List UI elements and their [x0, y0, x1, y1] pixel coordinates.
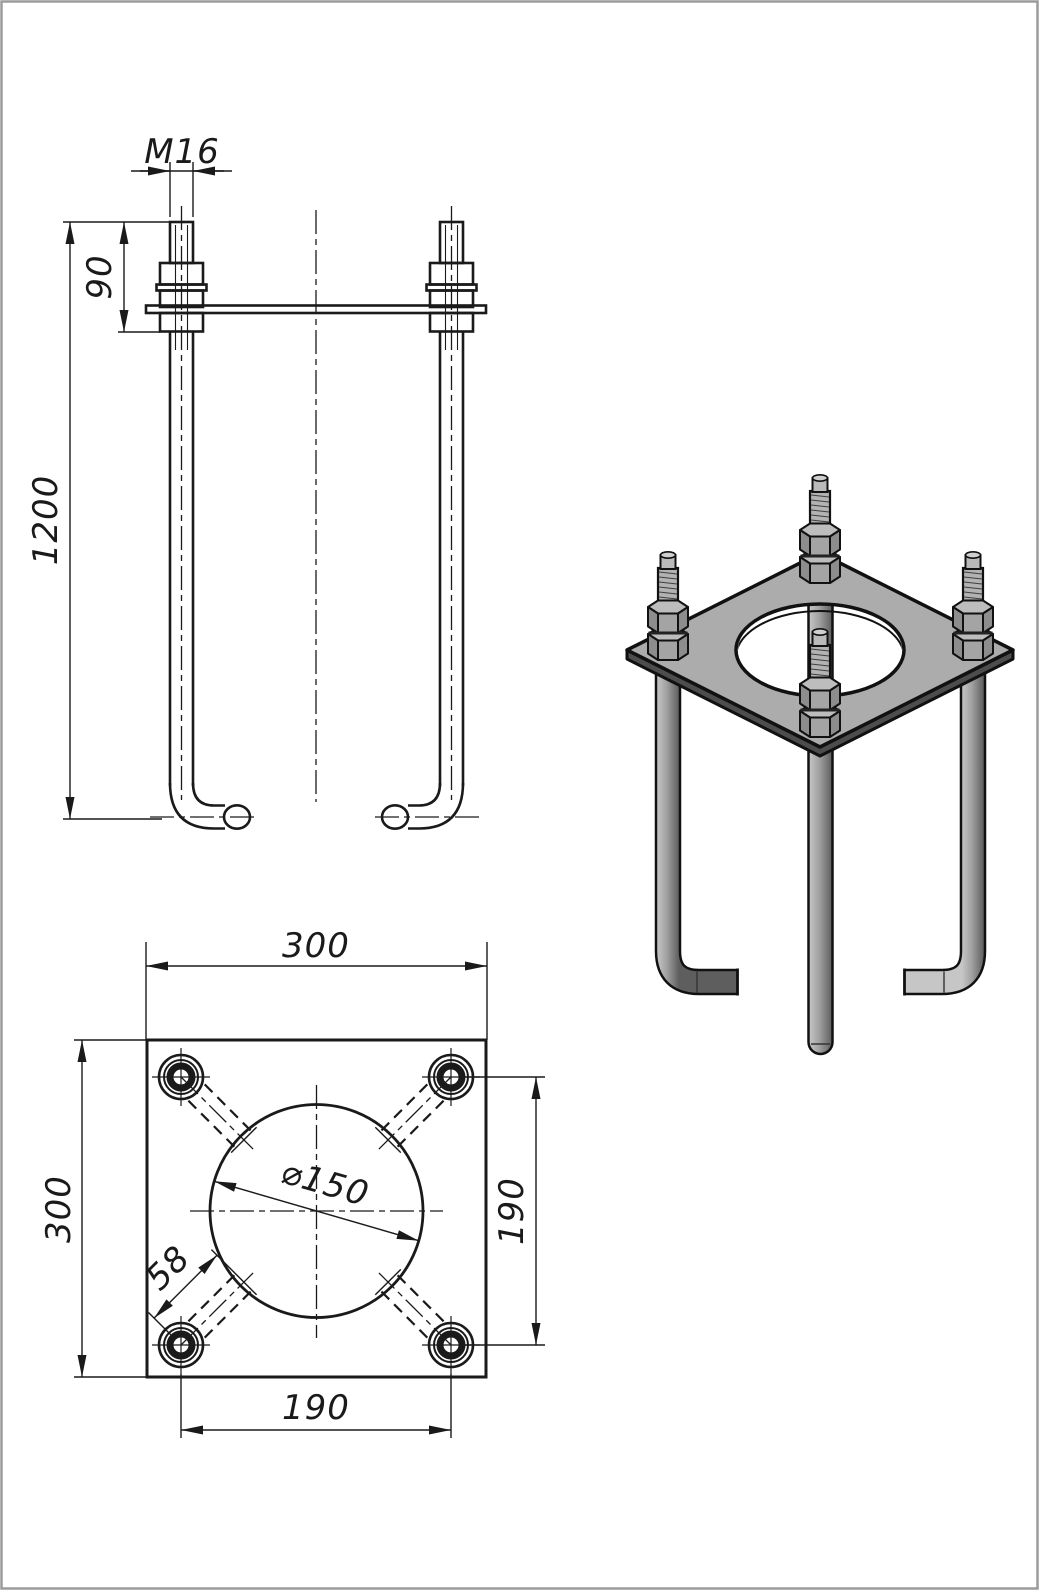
- dim-thread-size-label: M16: [144, 132, 220, 172]
- anchor-bolt-left-front: [155, 220, 252, 830]
- iso-bolt-front: [798, 627, 842, 739]
- iso-plate-top: [625, 551, 1015, 749]
- dim-plate-height-label: 300: [39, 1175, 79, 1243]
- bolt-foot-end-left: [222, 803, 252, 830]
- hidden-bolt-legs: [180, 1076, 452, 1346]
- base-plate-outline: [145, 1038, 488, 1379]
- isometric-view: [625, 473, 1015, 1056]
- dim-bolt-length-label: 1200: [26, 475, 66, 566]
- iso-bolt-left: [646, 550, 690, 662]
- dim-hole-diameter-label: ⌀150: [277, 1152, 374, 1215]
- anchor-bolt-right-front: [380, 220, 478, 830]
- dim-plate-width-label: 300: [282, 926, 350, 966]
- dim-bolt-spacing-h: 190: [180, 1374, 452, 1438]
- dim-bolt-spacing-h-label: 190: [282, 1388, 350, 1428]
- front-view: M16 90 1200: [26, 132, 488, 830]
- dim-bolt-spacing-v-label: 190: [492, 1177, 532, 1245]
- template-plate-front: [144, 304, 488, 315]
- dim-1200: 1200: [26, 222, 162, 820]
- iso-hole-inner-wall: [738, 610, 902, 658]
- dim-bolt-spacing-v: 190: [465, 1076, 545, 1346]
- iso-bolt-back: [798, 473, 842, 585]
- bolt-foot-end-right: [380, 803, 410, 830]
- plan-view: 300 300 190 190 58: [39, 926, 545, 1438]
- dim-plate-width: 300: [145, 926, 488, 1040]
- dim-90: 90: [63, 221, 193, 333]
- iso-bolt-right: [951, 550, 995, 662]
- dim-projection-label: 90: [80, 254, 120, 299]
- dim-plate-height: 300: [39, 1039, 147, 1378]
- dim-m16: M16: [131, 132, 232, 217]
